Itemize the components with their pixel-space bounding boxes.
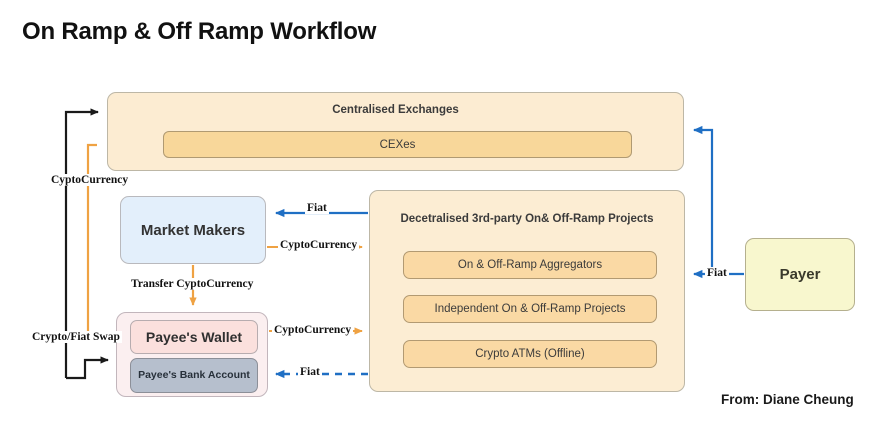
edge-label-fiat-from-payer: Fiat — [705, 267, 729, 279]
node-payees-bank-account[interactable]: Payee's Bank Account — [130, 358, 258, 393]
node-payee-group[interactable]: Payee's Wallet Payee's Bank Account — [116, 312, 268, 397]
edge-fiat-from-payer — [692, 125, 744, 279]
node-market-makers[interactable]: Market Makers — [120, 196, 266, 264]
edge-label-fiat-to-bank: Fiat — [298, 366, 322, 378]
credit-line: From: Diane Cheung — [721, 392, 854, 407]
node-on-off-ramp-aggregators[interactable]: On & Off-Ramp Aggregators — [403, 251, 657, 279]
decentralised-projects-title: Decetralised 3rd-party On& Off-Ramp Proj… — [400, 213, 654, 225]
node-cexes[interactable]: CEXes — [163, 131, 632, 158]
node-decentralised-projects[interactable]: Decetralised 3rd-party On& Off-Ramp Proj… — [369, 190, 685, 392]
edge-label-crypto-fiat-swap: Crypto/Fiat Swap — [30, 331, 122, 343]
node-independent-on-off-ramp-projects[interactable]: Independent On & Off-Ramp Projects — [403, 295, 657, 323]
centralised-exchanges-title: Centralised Exchanges — [332, 104, 459, 116]
edge-label-transfer-cryptocurrency: Transfer CyptoCurrency — [129, 278, 256, 290]
edge-label-cryptocurrency-wallet: CyptoCurrency — [272, 324, 354, 336]
node-payer[interactable]: Payer — [745, 238, 855, 311]
edge-label-cryptocurrency-left: CyptoCurrency — [49, 174, 131, 186]
edge-crypto-fiat-swap — [64, 108, 109, 380]
edge-label-fiat-to-market-makers: Fiat — [305, 202, 329, 214]
page-title: On Ramp & Off Ramp Workflow — [22, 18, 377, 45]
node-centralised-exchanges[interactable]: Centralised Exchanges CEXes — [107, 92, 684, 171]
node-crypto-atms-offline[interactable]: Crypto ATMs (Offline) — [403, 340, 657, 368]
edge-label-cryptocurrency-market-makers: CyptoCurrency — [278, 239, 360, 251]
node-payees-wallet[interactable]: Payee's Wallet — [130, 320, 258, 354]
